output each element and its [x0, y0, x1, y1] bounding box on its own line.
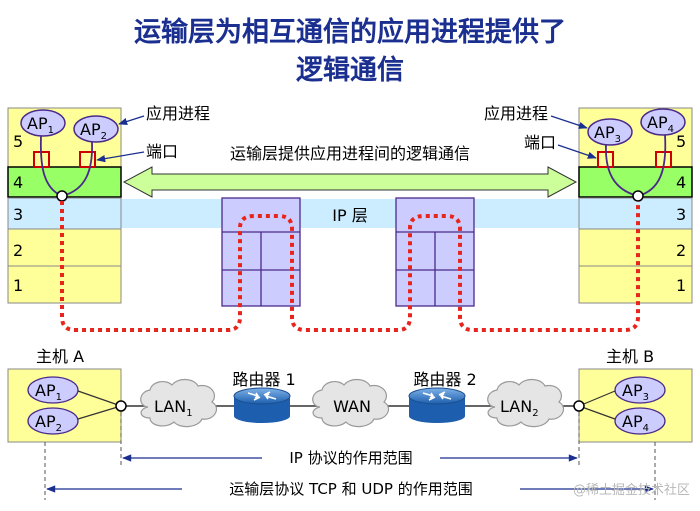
- svg-text:AP2: AP2: [35, 412, 62, 434]
- wan-cloud: WAN: [312, 378, 389, 428]
- title-line-1: 运输层为相互通信的应用进程提供了: [134, 16, 566, 48]
- svg-text:LAN1: LAN1: [154, 397, 193, 419]
- right-ap-link-1: [605, 144, 639, 197]
- ip-scope-label: IP 协议的作用范围: [289, 449, 412, 467]
- right-port-label: 端口: [524, 133, 556, 152]
- router-1-icon: [233, 387, 291, 423]
- right-app-process-label: 应用进程: [484, 104, 548, 123]
- right-port-pointer: [557, 144, 597, 159]
- host-a-label: 主机 A: [36, 347, 84, 366]
- host-b-ap-3: AP3: [614, 376, 666, 404]
- host-a-interface: [115, 400, 127, 412]
- ip-layer-band: [121, 199, 579, 228]
- right-layer-4: 4: [676, 173, 686, 192]
- right-ap-3: AP3: [587, 118, 633, 146]
- host-a-ap-1: AP1: [27, 376, 79, 404]
- right-layer-1: 1: [676, 276, 686, 295]
- left-port-pointer: [96, 151, 145, 163]
- left-layer-1: 1: [13, 276, 23, 295]
- left-port-2: [79, 151, 96, 168]
- host-b-ap-4: AP4: [614, 407, 666, 435]
- ip-layer-label: IP 层: [332, 206, 367, 225]
- watermark: @稀土掘金技术社区: [573, 482, 690, 498]
- data-path: [60, 201, 640, 332]
- svg-text:AP4: AP4: [622, 412, 649, 434]
- left-app-process-label: 应用进程: [146, 104, 210, 123]
- host-a-link-1: [77, 390, 122, 407]
- left-port-label: 端口: [146, 142, 178, 161]
- router-1-label: 路由器 1: [232, 370, 295, 389]
- left-app-pointer: [118, 115, 145, 125]
- logical-comm-arrow: [122, 166, 578, 198]
- router-2-icon: [408, 387, 466, 423]
- host-b-link-2: [578, 405, 616, 420]
- left-layer-5: 5: [13, 132, 23, 151]
- left-layer-3: 3: [13, 205, 23, 224]
- host-a-ap-2: AP2: [27, 407, 79, 435]
- right-layer-3: 3: [676, 205, 686, 224]
- right-ap-4: AP4: [640, 108, 686, 136]
- logical-comm-label: 运输层提供应用进程间的逻辑通信: [230, 144, 470, 163]
- left-ap-2: AP2: [73, 115, 119, 143]
- left-layer-4: 4: [13, 173, 23, 192]
- lan1-cloud: LAN1: [140, 378, 217, 428]
- lan2-cloud: LAN2: [487, 378, 564, 428]
- svg-text:AP2: AP2: [80, 120, 107, 142]
- svg-text:AP3: AP3: [594, 123, 621, 145]
- left-ap-1: AP1: [20, 109, 66, 137]
- svg-text:AP1: AP1: [27, 114, 54, 136]
- right-transport-junction: [632, 190, 644, 202]
- host-b-label: 主机 B: [606, 347, 654, 366]
- host-a-link-2: [77, 405, 122, 420]
- svg-text:AP3: AP3: [622, 381, 649, 403]
- svg-text:LAN2: LAN2: [500, 397, 539, 419]
- right-layer-5: 5: [676, 132, 686, 151]
- svg-text:AP1: AP1: [35, 381, 62, 403]
- svg-text:AP4: AP4: [647, 113, 674, 135]
- left-layer-2: 2: [13, 241, 23, 260]
- right-layer-2: 2: [676, 241, 686, 260]
- wan-label: WAN: [333, 397, 371, 416]
- host-b-link-1: [578, 390, 616, 407]
- router-2-label: 路由器 2: [413, 370, 476, 389]
- left-transport-junction: [56, 190, 68, 202]
- transport-scope-label: 运输层协议 TCP 和 UDP 的作用范围: [229, 480, 472, 498]
- host-b-interface: [573, 400, 585, 412]
- left-ap-link-2: [61, 141, 93, 197]
- right-ap-link-2: [637, 134, 667, 197]
- right-app-pointer: [550, 115, 588, 129]
- title-line-2: 逻辑通信: [296, 55, 404, 86]
